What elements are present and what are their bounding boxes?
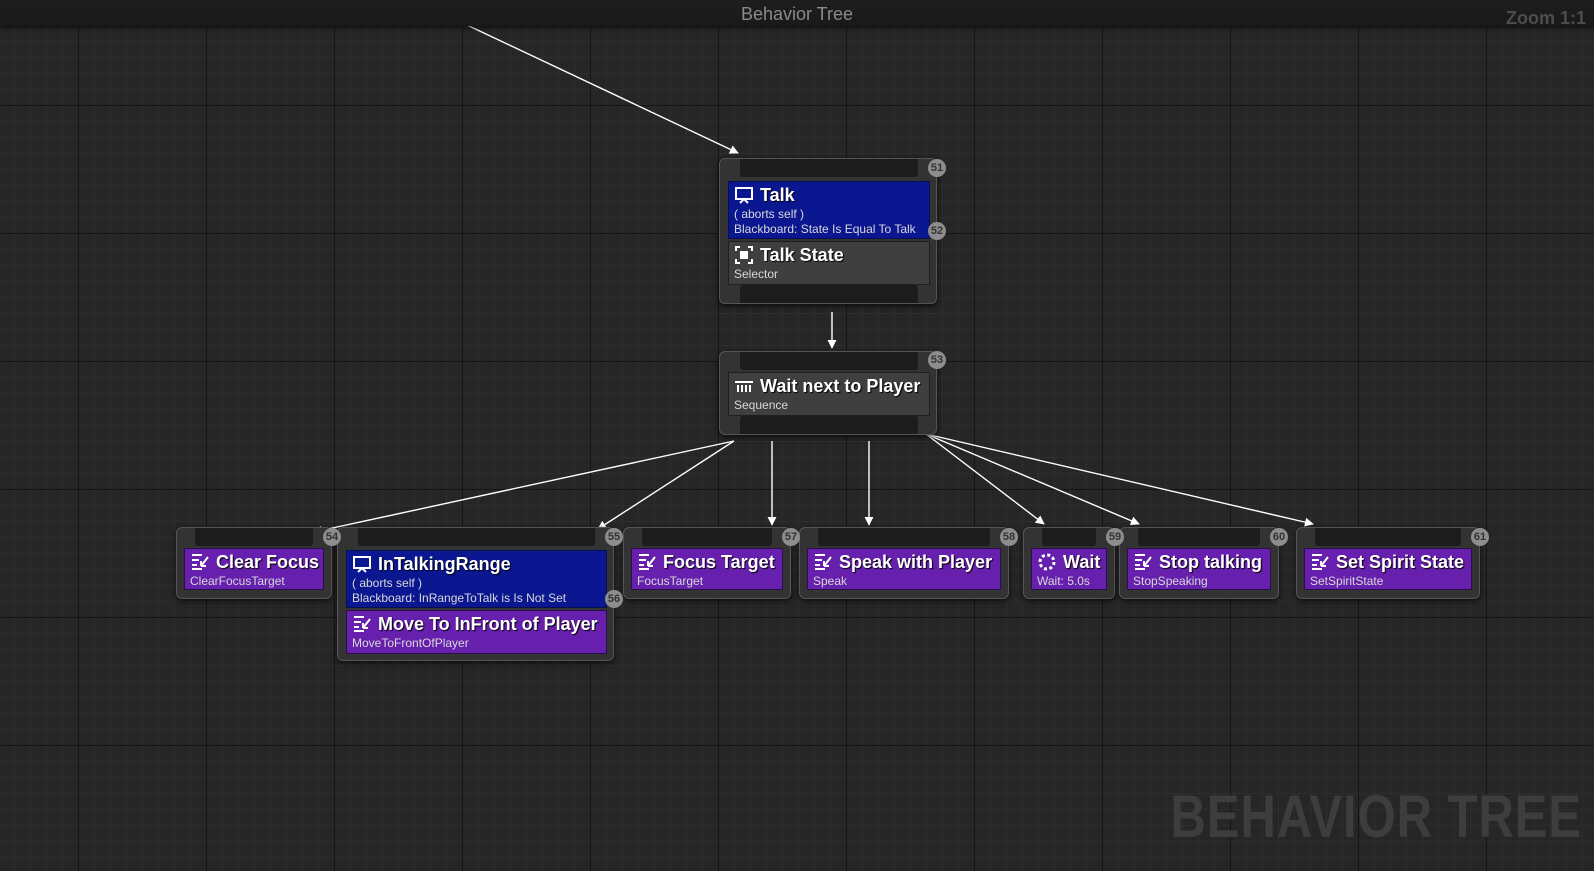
blackboard-icon bbox=[735, 187, 753, 204]
selector-icon bbox=[735, 246, 753, 264]
wait-task[interactable]: Wait Wait: 5.0s bbox=[1031, 548, 1107, 590]
node-type: Sequence bbox=[734, 398, 789, 412]
move-to-front-node[interactable]: InTalkingRange ( aborts self ) Blackboar… bbox=[337, 527, 614, 661]
task-description: FocusTarget bbox=[637, 574, 704, 588]
input-pin[interactable] bbox=[740, 352, 918, 370]
input-pin[interactable] bbox=[358, 528, 595, 546]
talk-state-node[interactable]: Talk ( aborts self ) Blackboard: State I… bbox=[719, 158, 937, 304]
wait-next-to-player-composite[interactable]: Wait next to Player Sequence bbox=[728, 372, 930, 416]
stop-talking-node[interactable]: Stop talking StopSpeaking bbox=[1119, 527, 1279, 599]
move-to-front-task[interactable]: Move To InFront of Player MoveToFrontOfP… bbox=[346, 610, 607, 654]
task-description: Wait: 5.0s bbox=[1037, 574, 1090, 588]
wait-icon bbox=[1038, 553, 1056, 571]
node-title: Clear Focus bbox=[216, 551, 320, 572]
decorator-index-badge: 52 bbox=[928, 222, 946, 240]
node-index-badge: 54 bbox=[323, 528, 341, 546]
node-index-badge: 61 bbox=[1471, 528, 1489, 546]
set-spirit-state-node[interactable]: Set Spirit State SetSpiritState bbox=[1296, 527, 1480, 599]
input-pin[interactable] bbox=[1042, 528, 1096, 546]
task-icon bbox=[1135, 554, 1152, 570]
task-icon bbox=[192, 554, 209, 570]
wire-to-clear-focus bbox=[313, 440, 735, 535]
graph-header: Behavior Tree Zoom 1:1 bbox=[0, 0, 1594, 28]
wire-to-wait bbox=[925, 433, 1045, 525]
node-title: Stop talking bbox=[1159, 551, 1262, 572]
task-icon bbox=[1312, 554, 1329, 570]
speak-with-player-task[interactable]: Speak with Player Speak bbox=[807, 548, 1001, 590]
decorator-title: InTalkingRange bbox=[378, 553, 511, 574]
input-pin[interactable] bbox=[1138, 528, 1260, 546]
in-talking-range-decorator[interactable]: InTalkingRange ( aborts self ) Blackboar… bbox=[346, 550, 607, 608]
input-pin[interactable] bbox=[818, 528, 990, 546]
task-icon bbox=[639, 554, 656, 570]
graph-watermark: BEHAVIOR TREE bbox=[1170, 783, 1582, 850]
input-pin[interactable] bbox=[195, 528, 313, 546]
decorator-index-badge: 56 bbox=[605, 590, 623, 608]
task-description: ClearFocusTarget bbox=[190, 574, 285, 588]
node-index-badge: 58 bbox=[1000, 528, 1018, 546]
input-pin[interactable] bbox=[1315, 528, 1461, 546]
task-icon bbox=[815, 554, 832, 570]
input-pin[interactable] bbox=[740, 159, 918, 177]
decorator-aborts: ( aborts self ) bbox=[352, 576, 423, 590]
decorator-description: Blackboard: State Is Equal To Talk bbox=[734, 222, 916, 236]
decorator-description: Blackboard: InRangeToTalk is Is Not Set bbox=[352, 591, 567, 605]
clear-focus-task[interactable]: Clear Focus ClearFocusTarget bbox=[184, 548, 324, 590]
node-title: Wait next to Player bbox=[760, 375, 921, 396]
node-title: Focus Target bbox=[663, 551, 775, 572]
graph-title: Behavior Tree bbox=[740, 4, 854, 24]
blackboard-icon bbox=[353, 556, 371, 573]
node-index-badge: 59 bbox=[1106, 528, 1124, 546]
node-title: Wait bbox=[1063, 551, 1101, 572]
talk-state-composite[interactable]: Talk State Selector bbox=[728, 241, 930, 285]
set-spirit-state-task[interactable]: Set Spirit State SetSpiritState bbox=[1304, 548, 1472, 590]
speak-with-player-node[interactable]: Speak with Player Speak bbox=[799, 527, 1009, 599]
node-title: Move To InFront of Player bbox=[378, 613, 598, 634]
task-description: Speak bbox=[813, 574, 848, 588]
output-pin[interactable] bbox=[740, 416, 918, 434]
input-pin[interactable] bbox=[642, 528, 772, 546]
node-title: Speak with Player bbox=[839, 551, 993, 572]
node-index-badge: 51 bbox=[928, 159, 946, 177]
focus-target-node[interactable]: Focus Target FocusTarget bbox=[623, 527, 791, 599]
wire-to-talking-range bbox=[597, 440, 735, 530]
wait-node[interactable]: Wait Wait: 5.0s bbox=[1023, 527, 1115, 599]
wire-to-stop-talking bbox=[925, 433, 1140, 525]
node-type: Selector bbox=[734, 267, 779, 281]
wait-next-to-player-node[interactable]: Wait next to Player Sequence bbox=[719, 351, 937, 435]
task-description: MoveToFrontOfPlayer bbox=[352, 636, 469, 650]
node-title: Talk State bbox=[760, 244, 844, 265]
node-index-badge: 55 bbox=[605, 528, 623, 546]
node-index-badge: 53 bbox=[928, 351, 946, 369]
sequence-icon bbox=[735, 381, 753, 392]
node-index-badge: 57 bbox=[782, 528, 800, 546]
decorator-title: Talk bbox=[760, 184, 795, 205]
task-description: StopSpeaking bbox=[1133, 574, 1208, 588]
clear-focus-node[interactable]: Clear Focus ClearFocusTarget bbox=[176, 527, 332, 599]
focus-target-task[interactable]: Focus Target FocusTarget bbox=[631, 548, 783, 590]
stop-talking-task[interactable]: Stop talking StopSpeaking bbox=[1127, 548, 1271, 590]
zoom-label: Zoom 1:1 bbox=[1505, 8, 1586, 28]
task-description: SetSpiritState bbox=[1310, 574, 1384, 588]
output-pin[interactable] bbox=[740, 285, 918, 303]
node-index-badge: 60 bbox=[1270, 528, 1288, 546]
wire-to-spirit-state bbox=[925, 433, 1314, 527]
task-icon bbox=[354, 616, 371, 632]
decorator-aborts: ( aborts self ) bbox=[734, 207, 805, 221]
talk-decorator[interactable]: Talk ( aborts self ) Blackboard: State I… bbox=[728, 181, 930, 239]
node-title: Set Spirit State bbox=[1336, 551, 1465, 572]
